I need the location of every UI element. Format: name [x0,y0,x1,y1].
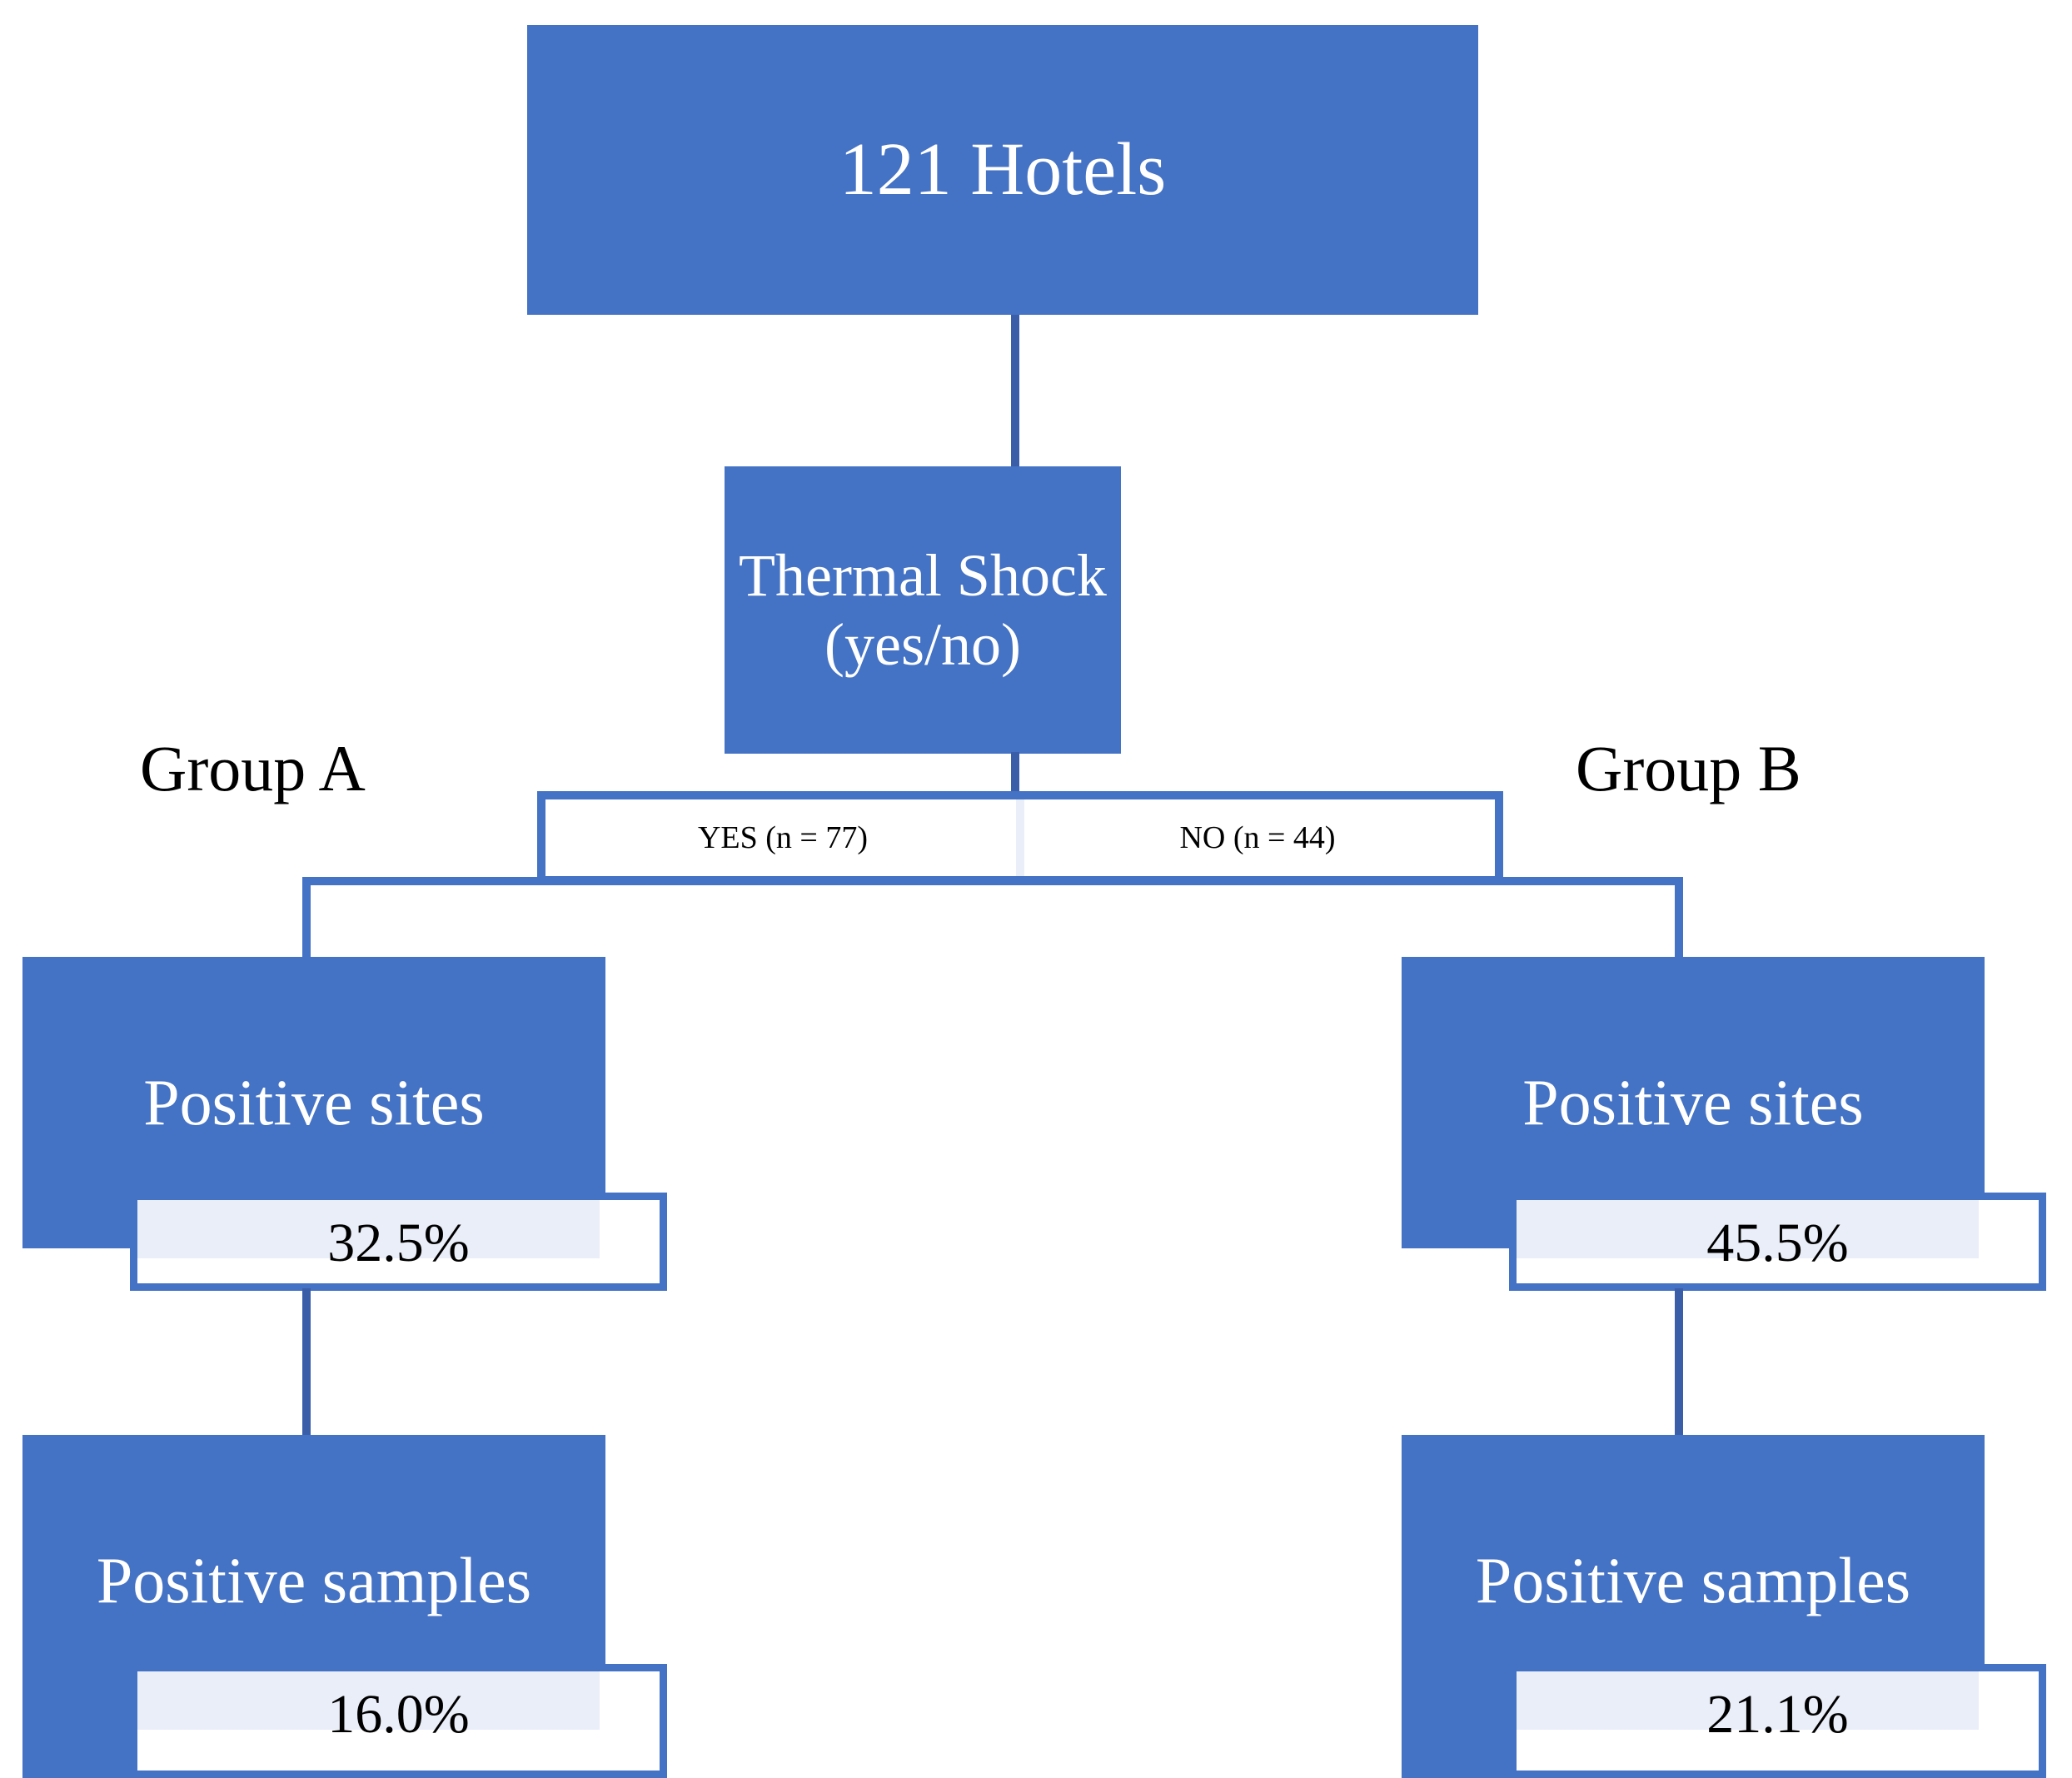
value-group-a-positive-sites: 32.5% [130,1193,667,1291]
connector-group-a-sites-to-samples [302,1288,311,1438]
node-thermal-shock-line1: Thermal Shock [739,541,1107,609]
connector-group-b-sites-to-samples [1675,1288,1683,1438]
node-group-b-positive-samples-label: Positive samples [1475,1544,1911,1616]
value-group-a-positive-sites-text: 32.5% [327,1213,470,1273]
split-yes-label: YES (n = 77) [697,820,869,855]
connector-drop-right [1675,877,1683,959]
split-table: YES (n = 77) NO (n = 44) [537,791,1503,884]
split-cell-no: NO (n = 44) [1020,799,1495,876]
value-group-b-positive-sites-text: 45.5% [1706,1213,1849,1273]
connector-decision-to-split [1011,752,1019,794]
node-group-a-positive-samples-label: Positive samples [96,1544,532,1616]
node-thermal-shock: Thermal Shock (yes/no) [725,466,1121,754]
node-total-hotels: 121 Hotels [527,25,1478,315]
group-a-label: Group A [140,732,366,804]
value-group-a-positive-samples-text: 16.0% [327,1684,470,1745]
node-thermal-shock-line2: (yes/no) [824,610,1021,678]
node-total-hotels-label: 121 Hotels [839,128,1167,212]
value-group-b-positive-samples-text: 21.1% [1706,1684,1849,1745]
node-group-a-positive-sites-label: Positive sites [143,1066,485,1139]
split-cell-yes: YES (n = 77) [545,799,1020,876]
split-table-divider [1016,799,1024,876]
node-thermal-shock-label: Thermal Shock (yes/no) [739,541,1107,680]
split-no-label: NO (n = 44) [1179,820,1336,855]
group-b-label: Group B [1576,732,1801,804]
value-group-a-positive-samples: 16.0% [130,1664,667,1778]
node-group-b-positive-sites-label: Positive sites [1522,1066,1864,1139]
connector-drop-left [302,877,311,959]
value-group-b-positive-sites: 45.5% [1509,1193,2046,1291]
value-group-b-positive-samples: 21.1% [1509,1664,2046,1778]
connector-root-to-decision [1011,315,1019,468]
